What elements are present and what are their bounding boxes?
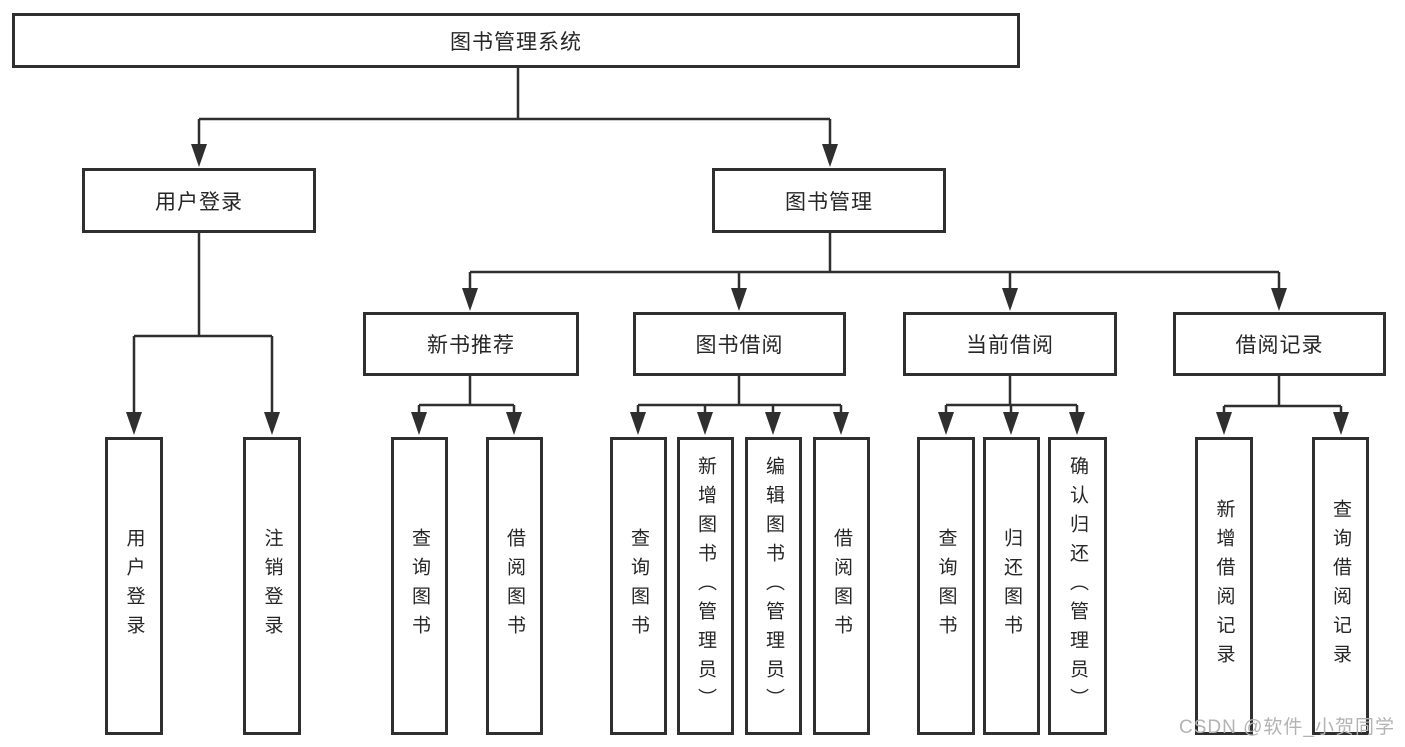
- node-new-book-recommend: 新书推荐: [363, 312, 579, 376]
- leaf-add-borrow-record: 新增借阅记录: [1195, 437, 1253, 735]
- leaf-user-login: 用户登录: [105, 437, 163, 735]
- leaf-label: 新增图书（管理员）: [695, 455, 716, 717]
- leaf-label: 查询图书: [628, 528, 649, 644]
- leaf-query-books-recommend: 查询图书: [391, 437, 448, 735]
- connector-new-book-children: [411, 376, 522, 435]
- node-label: 新书推荐: [427, 334, 515, 357]
- leaf-query-books-borrow: 查询图书: [610, 437, 667, 735]
- leaf-edit-book-admin: 编辑图书（管理员）: [745, 437, 802, 735]
- leaf-label: 编辑图书（管理员）: [763, 455, 784, 717]
- connector-borrow-records-children: [1216, 376, 1349, 435]
- leaf-label: 查询图书: [409, 528, 430, 644]
- node-book-borrow: 图书借阅: [633, 312, 846, 376]
- leaf-borrow-books-recommend: 借阅图书: [486, 437, 543, 735]
- node-user-login: 用户登录: [82, 168, 316, 233]
- node-label: 用户登录: [155, 190, 243, 214]
- connector-current-borrow-children: [938, 376, 1085, 435]
- leaf-label: 注销登录: [261, 528, 283, 644]
- leaf-label: 查询借阅记录: [1330, 499, 1351, 673]
- node-label: 图书管理: [785, 190, 873, 214]
- node-current-borrow: 当前借阅: [903, 312, 1117, 376]
- node-library-system: 图书管理系统: [12, 13, 1020, 68]
- leaf-logout: 注销登录: [243, 437, 301, 735]
- leaf-borrow-books: 借阅图书: [813, 437, 870, 735]
- leaf-label: 用户登录: [123, 528, 145, 644]
- connector-root-to-level2: [191, 68, 838, 167]
- leaf-label: 借阅图书: [831, 528, 852, 644]
- leaf-label: 确认归还（管理员）: [1067, 455, 1088, 717]
- leaf-query-books-current: 查询图书: [917, 437, 975, 735]
- leaf-label: 归还图书: [1001, 528, 1022, 644]
- node-book-management: 图书管理: [712, 168, 946, 233]
- watermark-text: CSDN @软件_小贺同学: [1179, 717, 1395, 738]
- connector-book-borrow-children: [630, 376, 849, 435]
- node-label: 当前借阅: [966, 334, 1054, 357]
- node-borrow-records: 借阅记录: [1173, 312, 1386, 376]
- leaf-add-book-admin: 新增图书（管理员）: [677, 437, 734, 735]
- node-label: 借阅记录: [1235, 334, 1324, 357]
- leaf-label: 借阅图书: [504, 528, 525, 644]
- leaf-confirm-return-admin: 确认归还（管理员）: [1048, 437, 1107, 735]
- connector-user-login-children: [126, 233, 280, 435]
- leaf-label: 查询图书: [935, 528, 957, 644]
- node-label: 图书管理系统: [450, 30, 582, 54]
- leaf-query-borrow-record: 查询借阅记录: [1312, 437, 1369, 735]
- leaf-label: 新增借阅记录: [1213, 499, 1235, 673]
- leaf-return-book: 归还图书: [983, 437, 1040, 735]
- node-label: 图书借阅: [695, 334, 784, 357]
- connector-book-management-children: [462, 233, 1287, 311]
